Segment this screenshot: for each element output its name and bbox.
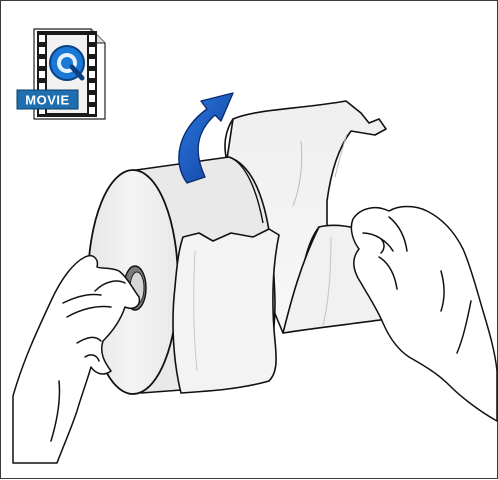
quicktime-movie-icon[interactable]: MOVIE — [17, 29, 105, 119]
movie-badge-label: MOVIE — [25, 93, 69, 108]
unrolled-paper-flap — [173, 229, 279, 393]
